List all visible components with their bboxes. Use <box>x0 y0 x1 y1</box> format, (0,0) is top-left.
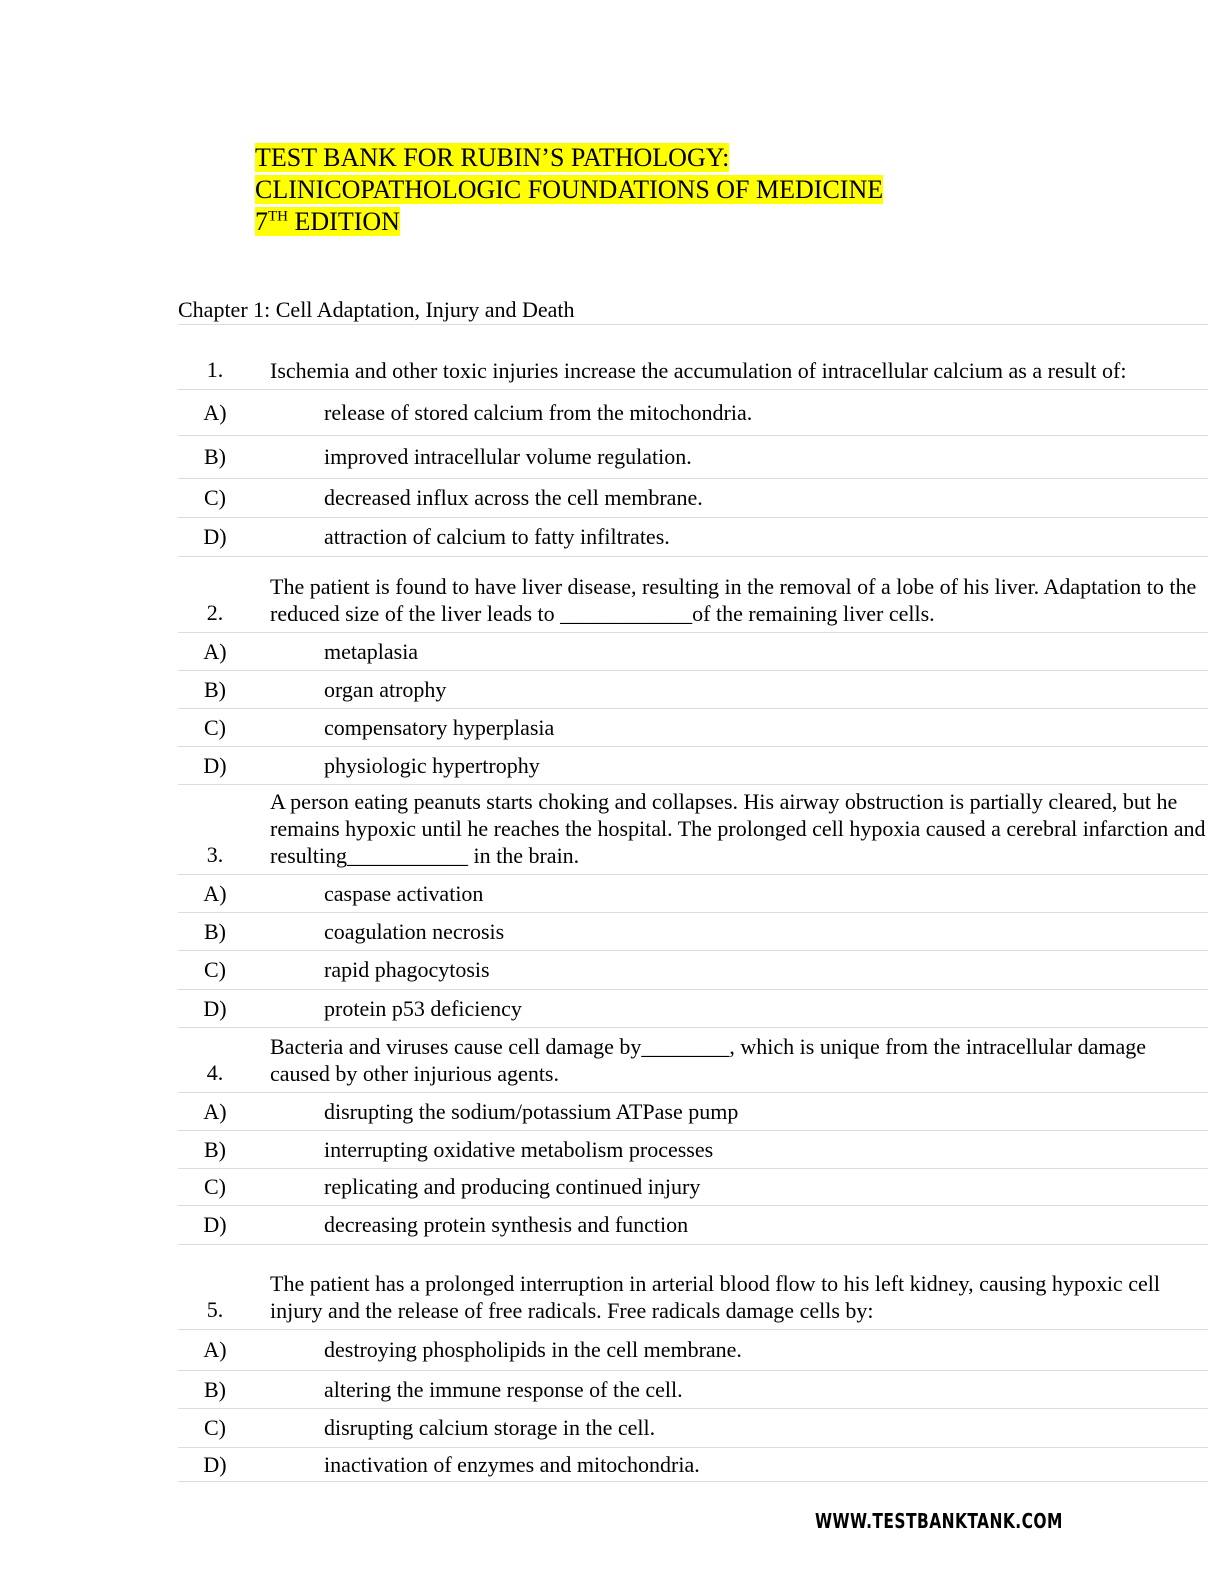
answer-option: D) attraction of calcium to fatty infiltr… <box>178 518 1208 557</box>
question-row: 5. The patient has a prolonged interrupti… <box>178 1245 1208 1330</box>
option-text: improved intracellular volume regulation… <box>324 444 692 469</box>
question-row: 3. A person eating peanuts starts choking… <box>178 785 1208 875</box>
option-text: rapid phagocytosis <box>324 957 490 982</box>
option-letter: C) <box>204 485 226 510</box>
question-text: A person eating peanuts starts choking a… <box>270 789 1206 868</box>
option-letter: A) <box>203 1098 227 1124</box>
option-letter: D) <box>203 524 227 549</box>
option-letter: C) <box>204 1415 226 1440</box>
answer-option: C) decreased influx across the cell membr… <box>178 479 1208 518</box>
option-text: caspase activation <box>324 880 484 906</box>
document-title: TEST BANK FOR RUBIN’S PATHOLOGY: CLINICO… <box>255 142 884 238</box>
question-text: The patient has a prolonged interruption… <box>270 1271 1160 1323</box>
question-row: 1. Ischemia and other toxic injuries incr… <box>178 325 1208 390</box>
question-row: 4. Bacteria and viruses cause cell damage… <box>178 1028 1208 1093</box>
option-text: attraction of calcium to fatty infiltrat… <box>324 524 670 549</box>
answer-option: C) rapid phagocytosis <box>178 951 1208 990</box>
option-text: disrupting calcium storage in the cell. <box>324 1415 656 1440</box>
question-text: The patient is found to have liver disea… <box>270 574 1197 626</box>
answer-option: B) altering the immune response of the ce… <box>178 1371 1208 1409</box>
option-text: altering the immune response of the cell… <box>324 1376 683 1402</box>
edition-superscript: TH <box>268 208 288 225</box>
option-letter: D) <box>203 995 227 1021</box>
option-letter: A) <box>203 399 227 425</box>
option-letter: C) <box>204 957 226 982</box>
option-text: release of stored calcium from the mitoc… <box>324 399 753 425</box>
answer-option: D) decreasing protein synthesis and funct… <box>178 1206 1208 1245</box>
option-text: replicating and producing continued inju… <box>324 1174 701 1199</box>
option-letter: D) <box>203 752 227 778</box>
option-text: decreased influx across the cell membran… <box>324 485 703 510</box>
question-number: 4. <box>206 1060 224 1085</box>
option-letter: B) <box>204 918 226 944</box>
option-text: compensatory hyperplasia <box>324 714 555 740</box>
option-text: organ atrophy <box>324 676 447 702</box>
option-text: interrupting oxidative metabolism proces… <box>324 1136 714 1162</box>
footer-website: WWW.TESTBANKTANK.COM <box>815 1509 1063 1533</box>
option-text: inactivation of enzymes and mitochondria… <box>324 1451 700 1477</box>
answer-option: A) disrupting the sodium/potassium ATPase… <box>178 1093 1208 1131</box>
question-list: 1. Ischemia and other toxic injuries incr… <box>178 325 1208 1482</box>
option-text: destroying phospholipids in the cell mem… <box>324 1337 742 1362</box>
question-text: Ischemia and other toxic injuries increa… <box>270 358 1127 383</box>
option-text: physiologic hypertrophy <box>324 752 540 778</box>
answer-option: B) organ atrophy <box>178 671 1208 709</box>
question-row: 2. The patient is found to have liver dis… <box>178 557 1208 633</box>
answer-option: D) inactivation of enzymes and mitochondr… <box>178 1448 1208 1482</box>
answer-option: A) destroying phospholipids in the cell m… <box>178 1330 1208 1371</box>
question-number: 3. <box>206 842 224 867</box>
option-text: decreasing protein synthesis and functio… <box>324 1212 689 1237</box>
option-letter: C) <box>204 1174 226 1199</box>
option-letter: A) <box>203 880 227 906</box>
option-letter: B) <box>204 676 226 702</box>
answer-option: C) compensatory hyperplasia <box>178 709 1208 747</box>
option-letter: A) <box>203 1337 227 1362</box>
answer-option: B) coagulation necrosis <box>178 913 1208 951</box>
option-letter: A) <box>203 638 227 664</box>
option-text: metaplasia <box>324 638 419 664</box>
answer-option: C) replicating and producing continued in… <box>178 1169 1208 1206</box>
question-number: 2. <box>206 600 224 625</box>
answer-option: A) caspase activation <box>178 875 1208 913</box>
title-edition: 7TH EDITION <box>255 207 400 236</box>
answer-option: B) improved intracellular volume regulati… <box>178 436 1208 479</box>
option-letter: D) <box>203 1451 227 1477</box>
question-text: Bacteria and viruses cause cell damage b… <box>270 1034 1147 1086</box>
answer-option: D) physiologic hypertrophy <box>178 747 1208 785</box>
edition-number: 7 <box>255 207 268 236</box>
answer-option: A) metaplasia <box>178 633 1208 671</box>
option-letter: D) <box>203 1212 227 1237</box>
answer-option: B) interrupting oxidative metabolism proc… <box>178 1131 1208 1169</box>
option-letter: B) <box>204 1376 226 1402</box>
title-line-1: TEST BANK FOR RUBIN’S PATHOLOGY: <box>255 143 730 172</box>
answer-option: C) disrupting calcium storage in the cell… <box>178 1409 1208 1448</box>
answer-option: A) release of stored calcium from the mit… <box>178 390 1208 436</box>
option-text: coagulation necrosis <box>324 918 505 944</box>
option-letter: B) <box>204 1136 226 1162</box>
option-letter: C) <box>204 714 226 740</box>
option-text: protein p53 deficiency <box>324 995 522 1021</box>
title-line-2: CLINICOPATHOLOGIC FOUNDATIONS OF MEDICIN… <box>255 175 884 204</box>
chapter-heading: Chapter 1: Cell Adaptation, Injury and D… <box>178 296 1208 325</box>
question-number: 5. <box>206 1297 224 1322</box>
question-number: 1. <box>206 357 224 382</box>
option-text: disrupting the sodium/potassium ATPase p… <box>324 1098 739 1124</box>
option-letter: B) <box>204 444 226 469</box>
edition-word: EDITION <box>288 207 400 236</box>
answer-option: D) protein p53 deficiency <box>178 990 1208 1028</box>
